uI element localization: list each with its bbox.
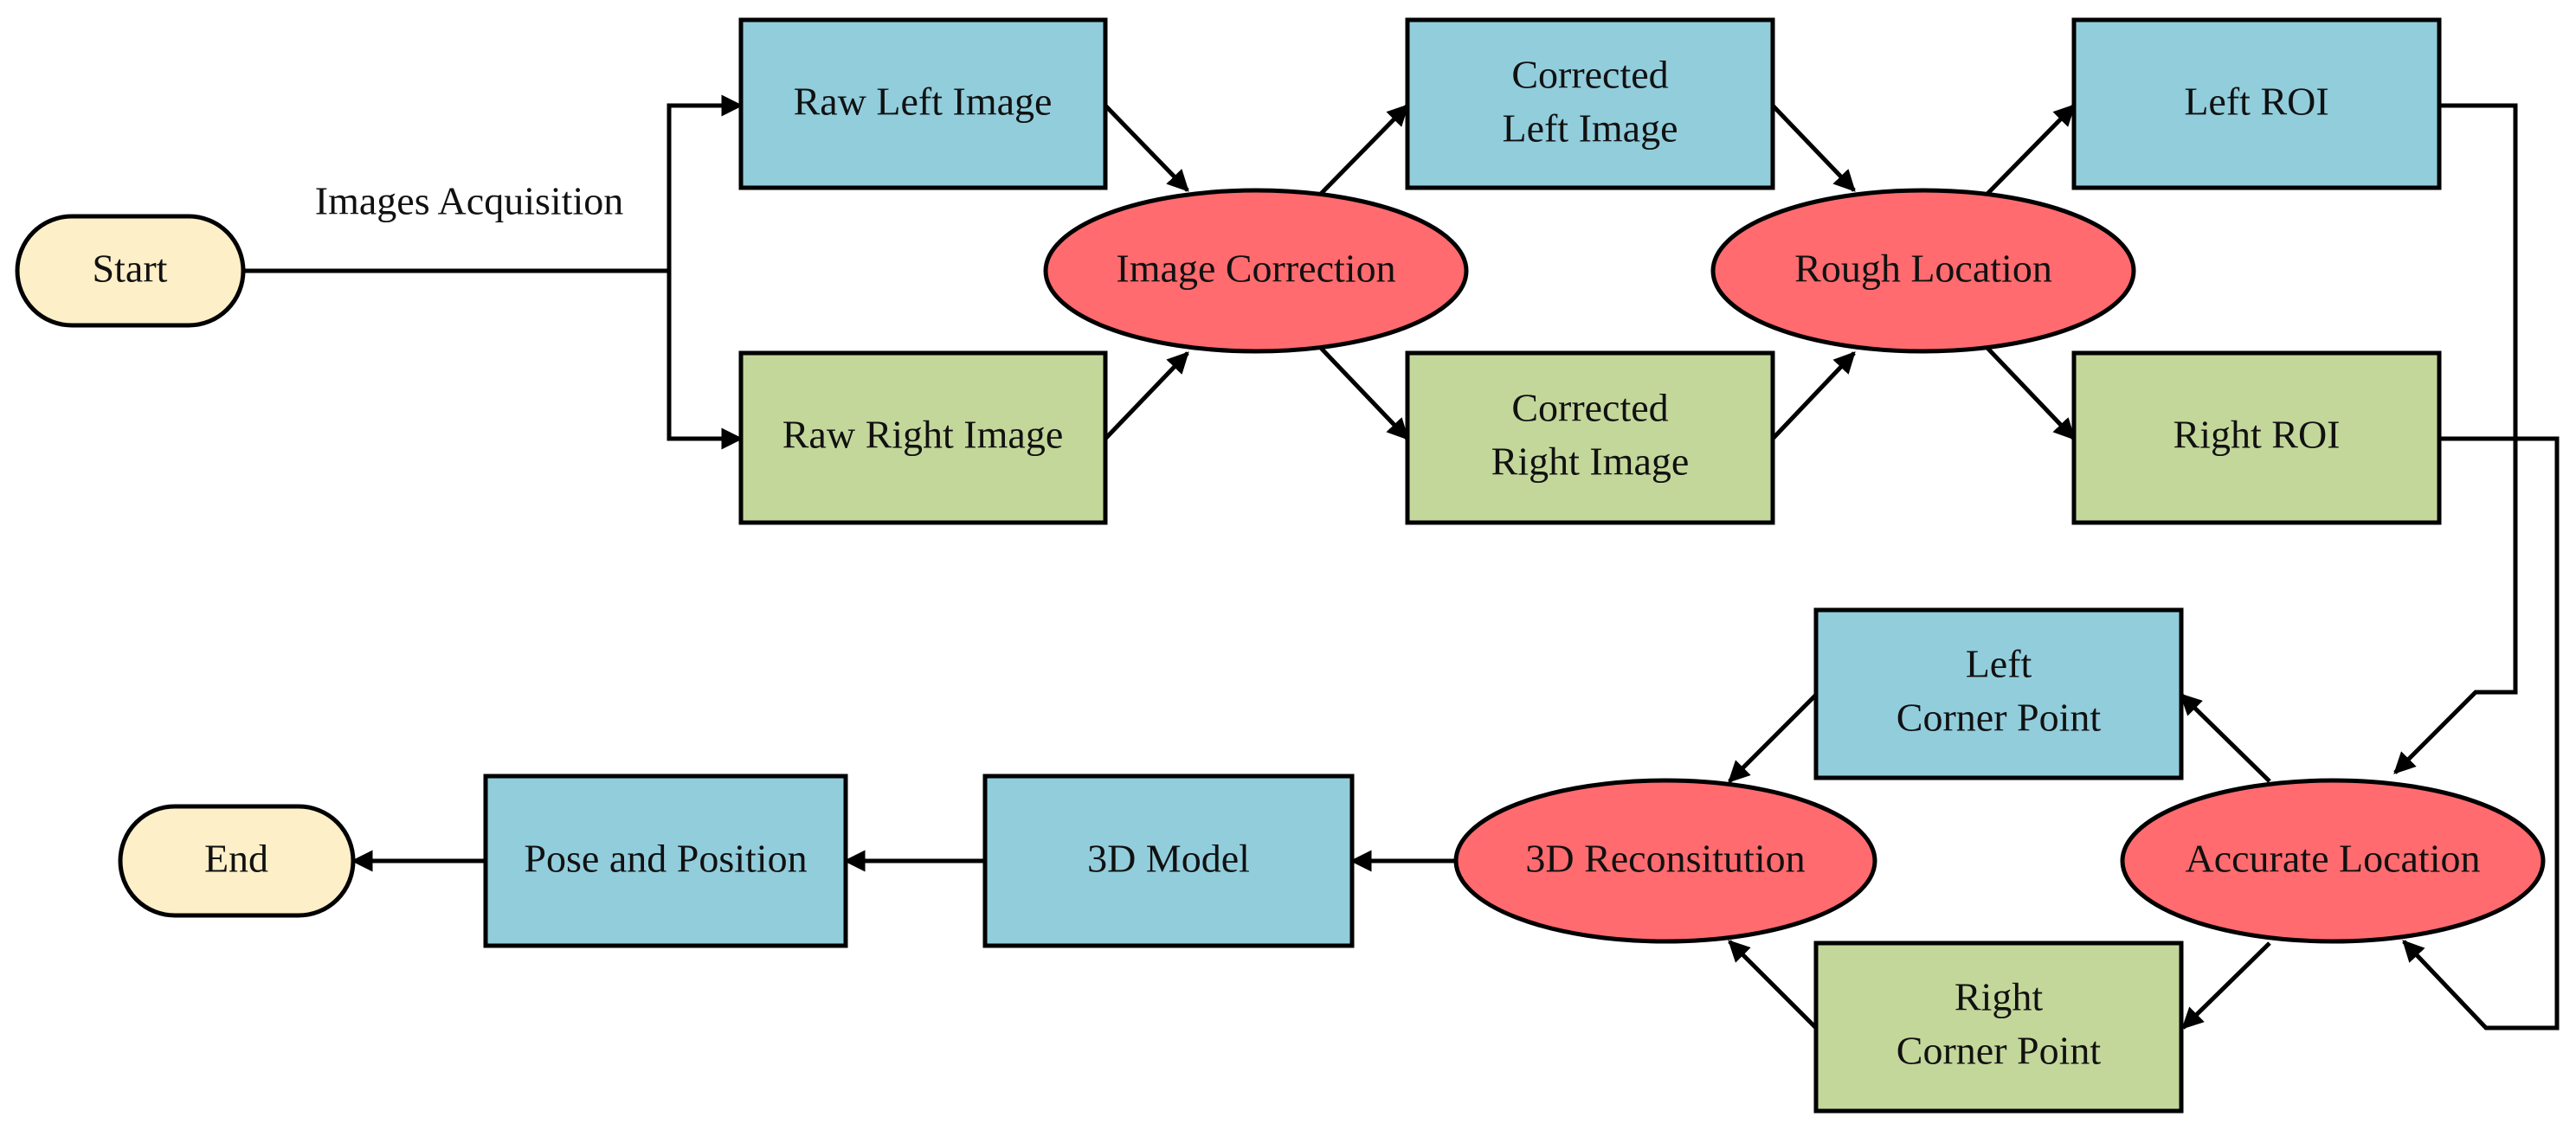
- left-corner-line2: Corner Point: [1897, 696, 2102, 740]
- reconstitution-label: 3D Reconsitution: [1525, 837, 1805, 881]
- end-label: End: [204, 837, 268, 881]
- right-roi-box: Right ROI: [2071, 350, 2442, 525]
- connector-rough-to-right-roi: [1982, 343, 2076, 440]
- right-corner-line2: Corner Point: [1897, 1029, 2102, 1073]
- 3d-model-box: 3D Model: [982, 774, 1355, 948]
- left-corner-line1: Left: [1966, 642, 2032, 686]
- connector-accurate-to-left-corner: [2180, 693, 2271, 783]
- corrected-left-line2: Left Image: [1502, 106, 1678, 151]
- start-label: Start: [93, 247, 168, 291]
- left-roi-label: Left ROI: [2184, 80, 2328, 124]
- accurate-location-label: Accurate Location: [2186, 837, 2481, 881]
- right-roi-label: Right ROI: [2174, 413, 2341, 457]
- connector-left-roi-to-accurate: [2393, 103, 2518, 774]
- connector-right-corner-to-reconstitution: [1728, 940, 1818, 1030]
- connector-corrected-left-to-rough: [1771, 104, 1856, 192]
- corrected-right-line2: Right Image: [1491, 440, 1690, 484]
- corrected-right-image-box: Corrected Right Image: [1405, 350, 1775, 525]
- raw-left-image-box: Raw Left Image: [738, 17, 1108, 190]
- connector-right-roi-to-accurate: [2402, 436, 2560, 1030]
- 3d-model-label: 3D Model: [1087, 837, 1250, 881]
- right-corner-line1: Right: [1955, 975, 2043, 1019]
- corrected-left-image-box: Corrected Left Image: [1405, 17, 1775, 190]
- connector-correction-to-corrected-left: [1316, 104, 1409, 199]
- accurate-location-node: Accurate Location: [2120, 778, 2546, 944]
- connector-rough-to-left-roi: [1982, 104, 2076, 199]
- connector-left-corner-to-reconstitution: [1728, 693, 1818, 783]
- reconstitution-node: 3D Reconsitution: [1453, 778, 1877, 944]
- image-correction-label: Image Correction: [1116, 247, 1395, 291]
- raw-right-image-label: Raw Right Image: [782, 413, 1064, 457]
- images-acquisition-label: Images Acquisition: [315, 179, 623, 223]
- pose-position-box: Pose and Position: [483, 774, 848, 948]
- left-roi-box: Left ROI: [2071, 17, 2442, 190]
- rough-location-node: Rough Location: [1710, 188, 2136, 354]
- connector-correction-to-corrected-right: [1316, 343, 1409, 440]
- right-corner-point-box: Right Corner Point: [1813, 941, 2184, 1114]
- corrected-right-line1: Corrected: [1511, 386, 1668, 430]
- connector-raw-left-to-correction: [1104, 104, 1189, 192]
- connector-raw-right-to-correction: [1104, 351, 1189, 440]
- connector-corrected-right-to-rough: [1771, 351, 1856, 440]
- connectors: [243, 94, 2560, 1030]
- raw-left-image-label: Raw Left Image: [794, 80, 1053, 124]
- rough-location-label: Rough Location: [1794, 247, 2052, 291]
- end-node: End: [118, 804, 356, 918]
- raw-right-image-box: Raw Right Image: [738, 350, 1108, 525]
- start-node: Start: [15, 214, 246, 328]
- pose-position-label: Pose and Position: [524, 837, 807, 881]
- left-corner-point-box: Left Corner Point: [1813, 607, 2184, 780]
- image-correction-node: Image Correction: [1043, 188, 1469, 354]
- corrected-left-line1: Corrected: [1511, 53, 1668, 97]
- connector-split-to-raw-right: [667, 271, 744, 450]
- connector-split-to-raw-left: [667, 94, 744, 271]
- connector-accurate-to-right-corner: [2181, 941, 2271, 1030]
